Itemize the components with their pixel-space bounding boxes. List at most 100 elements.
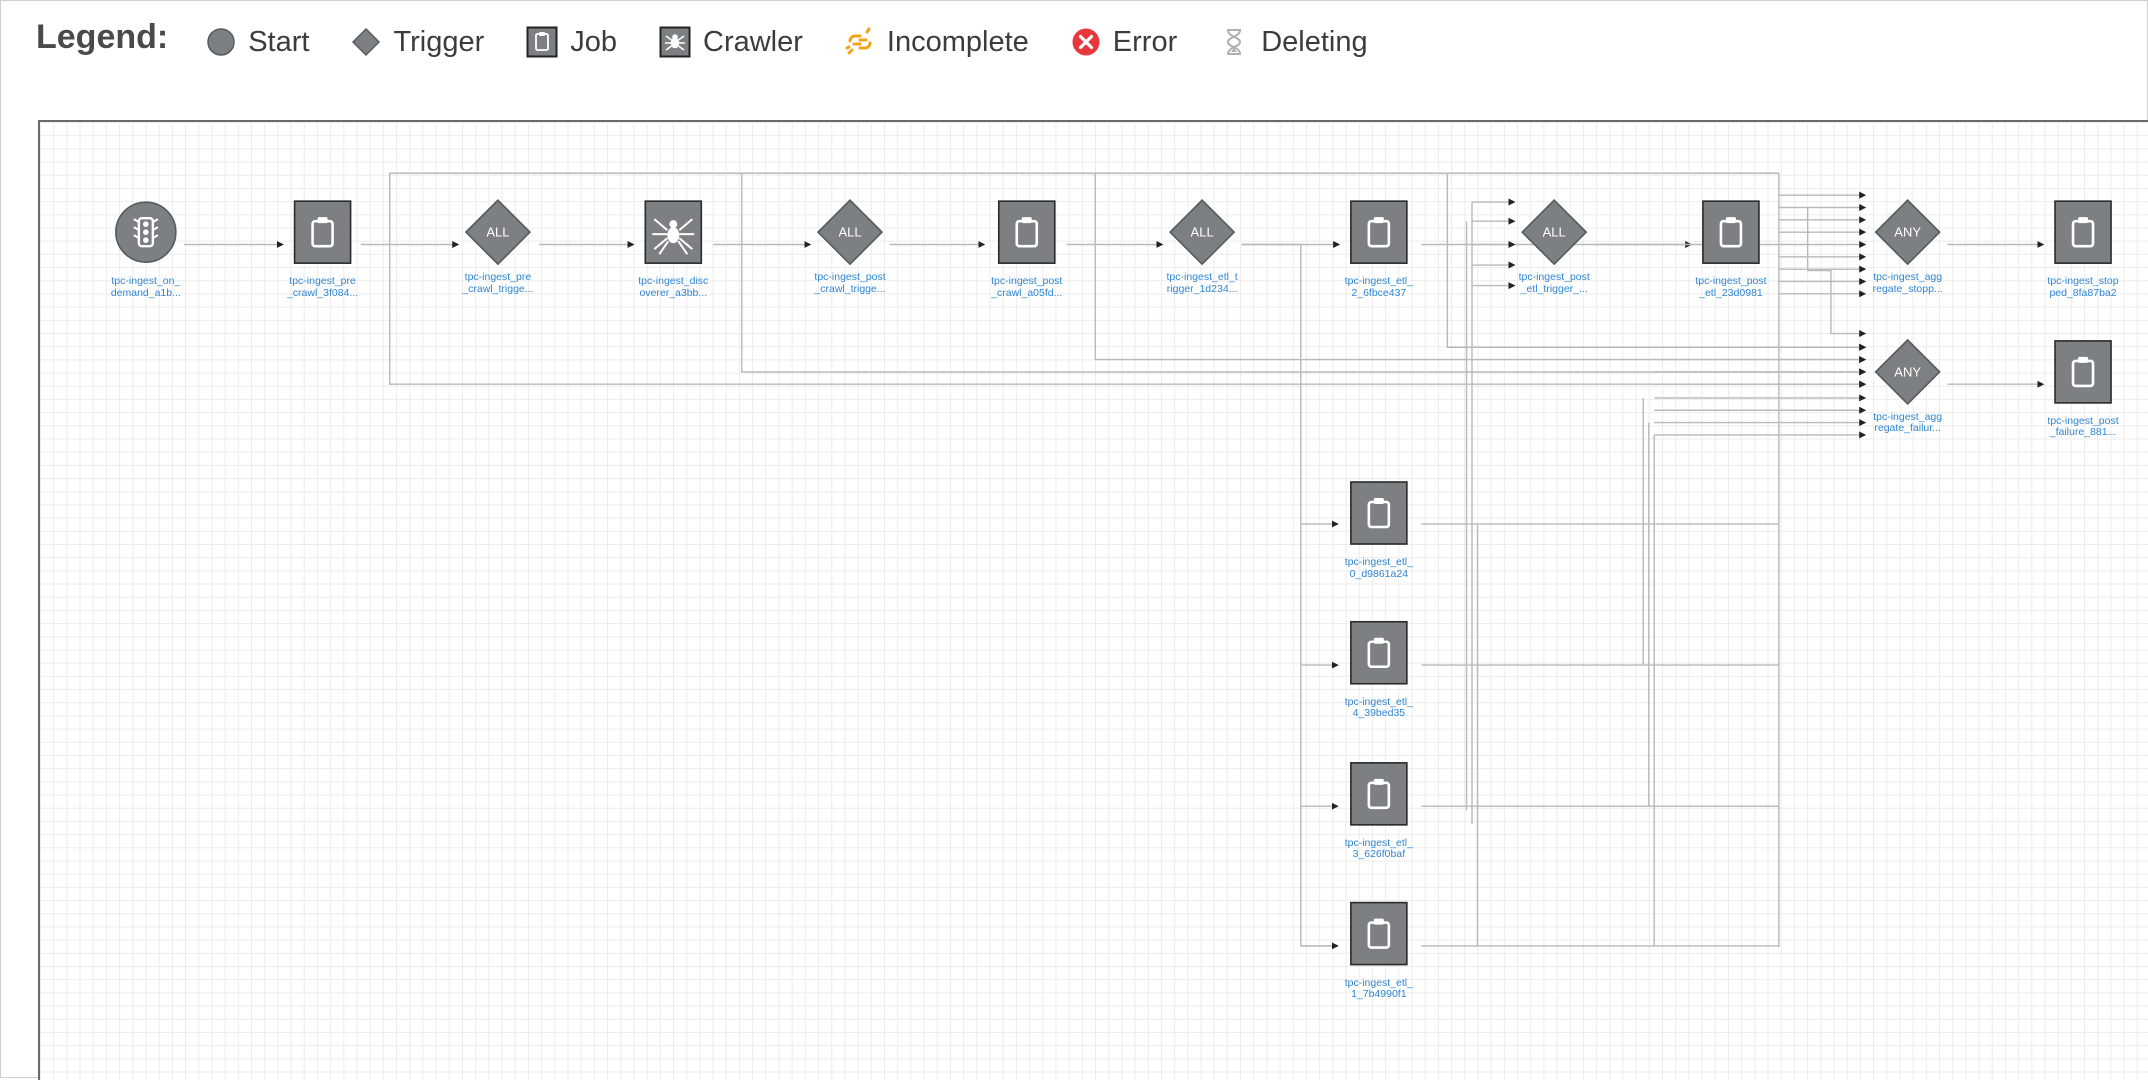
node-etl-0[interactable] [1350, 481, 1408, 545]
light-visor [152, 234, 159, 240]
node-label-line: regate_failur... [1874, 422, 1941, 435]
trigger-node-shape [1168, 199, 1236, 266]
node-label-line: 2_6fbce437 [1351, 286, 1407, 299]
clipboard-clip [1373, 778, 1384, 785]
node-label-line: tpc-ingest_post [2047, 414, 2119, 427]
node-label-etl-4[interactable]: tpc-ingest_etl_4_39bed35 [1324, 695, 1434, 720]
node-label-pre-crawl-trigger[interactable]: tpc-ingest_pre_crawl_trigge... [443, 272, 553, 295]
node-label-line: tpc-ingest_etl_ [1344, 695, 1413, 708]
node-stopped[interactable] [2054, 200, 2112, 264]
deleting-icon [1227, 29, 1242, 55]
trigger-condition: ALL [838, 225, 861, 240]
legend-item-start: Start [206, 26, 309, 59]
spider-leg [677, 240, 689, 255]
node-post-etl[interactable] [1702, 200, 1760, 264]
node-label-post-crawl[interactable]: tpc-ingest_post_crawl_a05fd... [972, 276, 1082, 299]
node-etl-2[interactable] [1350, 200, 1408, 264]
node-label-line: ped_8fa87ba2 [2049, 286, 2117, 299]
node-label-line: tpc-ingest_post [1695, 275, 1767, 288]
trigger-condition: ANY [1894, 364, 1921, 379]
node-label-post-etl-trigger[interactable]: tpc-ingest_post_etl_trigger_... [1499, 272, 1609, 295]
node-agg-failure[interactable]: ANY [1874, 338, 1941, 406]
legend-item-trigger: Trigger [351, 26, 484, 59]
node-label-etl-2[interactable]: tpc-ingest_etl_2_6fbce437 [1324, 276, 1434, 299]
node-label-line: _etl_trigger_... [1520, 282, 1588, 295]
clipboard-clip [1373, 217, 1384, 224]
light-lamp [143, 237, 149, 243]
node-etl-3[interactable] [1350, 762, 1408, 826]
node-label-line: _crawl_trigge... [814, 282, 886, 295]
node-label-post-crawl-trigger[interactable]: tpc-ingest_post_crawl_trigge... [795, 272, 905, 295]
clipboard-icon [2071, 356, 2095, 388]
node-label-line: _crawl_3f084... [286, 286, 359, 299]
node-pre-crawl[interactable] [293, 200, 352, 264]
node-post-failure[interactable] [2054, 340, 2112, 404]
spider-icon [652, 218, 695, 255]
spider-leg [653, 218, 668, 231]
legend-label-incomplete: Incomplete [886, 25, 1029, 58]
light-visor [133, 218, 140, 224]
node-pre-crawl-trigger[interactable]: ALL [464, 199, 532, 266]
light-housing [137, 216, 155, 248]
node-label-start[interactable]: tpc-ingest_on_demand_a1b... [91, 276, 201, 299]
node-etl-4[interactable] [1350, 620, 1408, 685]
node-label-post-etl[interactable]: tpc-ingest_post_etl_23d0981 [1676, 276, 1786, 299]
node-etl-trigger[interactable]: ALL [1168, 199, 1236, 266]
clipboard-icon [1367, 778, 1391, 810]
node-post-crawl-trigger[interactable]: ALL [816, 199, 884, 266]
trigger-icon [352, 27, 381, 57]
error-icon [1072, 28, 1100, 56]
clipboard-icon [311, 217, 334, 248]
node-label-etl-1[interactable]: tpc-ingest_etl_1_7b4990f1 [1324, 977, 1434, 1001]
node-label-etl-3[interactable]: tpc-ingest_etl_3_626f0baf [1324, 836, 1434, 861]
job-node-shape [1350, 481, 1408, 545]
clipboard-clip [317, 217, 328, 224]
node-label-line: tpc-ingest_post [991, 275, 1063, 288]
trigger-condition: ALL [486, 225, 509, 240]
node-label-line: tpc-ingest_etl_ [1344, 836, 1413, 849]
node-discoverer[interactable] [644, 200, 703, 264]
node-label-pre-crawl[interactable]: tpc-ingest_pre_crawl_3f084... [268, 276, 378, 299]
clipboard-clip [2078, 356, 2089, 363]
clipboard-clip [2078, 217, 2089, 224]
legend-label-error: Error [1112, 25, 1178, 58]
node-label-post-failure[interactable]: tpc-ingest_post_failure_881... [2028, 414, 2138, 439]
node-label-line: tpc-ingest_stop [2047, 275, 2119, 288]
start-icon [207, 28, 235, 56]
light-lamp [143, 229, 149, 235]
crawler-icon [659, 26, 691, 58]
node-start[interactable] [115, 201, 177, 263]
clipboard-icon [1719, 217, 1743, 248]
legend-item-error: Error [1071, 26, 1177, 59]
node-label-line: rigger_1d234... [1166, 282, 1238, 295]
node-agg-stopped[interactable]: ANY [1874, 199, 1941, 266]
trigger-node-shape [1874, 338, 1941, 406]
workflow-canvas[interactable]: ALL ALL ALL ALL ANY ANY tpc-ingest_on_demand_… [38, 120, 2148, 1080]
clipboard-clip [1373, 498, 1384, 505]
node-label-line: tpc-ingest_disc [638, 275, 709, 288]
clipboard-clip [1021, 217, 1032, 224]
node-label-line: tpc-ingest_etl_t [1166, 271, 1238, 284]
node-post-etl-trigger[interactable]: ALL [1521, 199, 1588, 266]
node-label-line: tpc-ingest_agg [1873, 271, 1943, 284]
legend-title: Legend: [36, 17, 169, 56]
node-post-crawl[interactable] [997, 200, 1056, 264]
legend-item-job: Job [526, 26, 617, 59]
node-label-line: tpc-ingest_pre [464, 271, 532, 284]
node-label-line: _failure_881... [2049, 426, 2117, 439]
light-visor [152, 218, 159, 224]
node-label-etl-0[interactable]: tpc-ingest_etl_0_d9861a24 [1324, 556, 1434, 580]
workflow-graph: ALL ALL ALL ALL ANY ANY [115, 172, 2112, 966]
spider-body [667, 227, 680, 244]
legend-item-deleting: Deleting [1219, 26, 1368, 59]
legend-label-start: Start [248, 25, 310, 58]
trigger-node-shape [816, 199, 884, 266]
node-etl-1[interactable] [1350, 901, 1408, 966]
trigger-condition: ALL [1191, 225, 1214, 240]
job-node-shape [1350, 901, 1408, 966]
